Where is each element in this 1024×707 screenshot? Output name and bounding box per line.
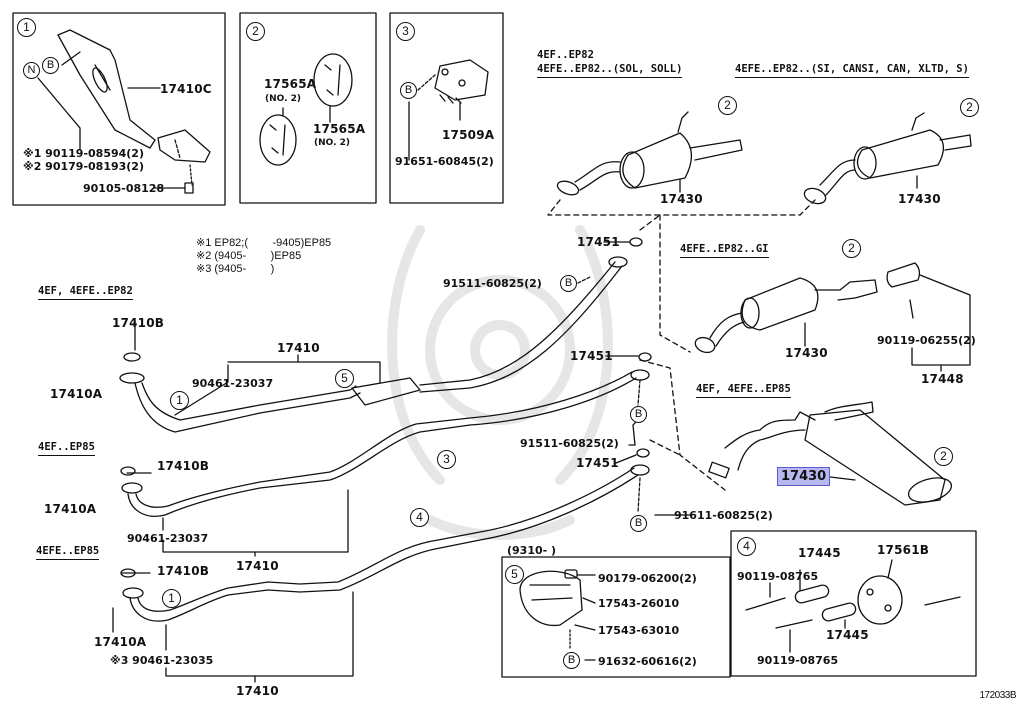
joint-hardware	[577, 237, 691, 516]
gasket-17451-3[interactable]: 17451	[576, 456, 619, 470]
pipe-2-header: 4EF..EP85	[38, 441, 95, 456]
muffler-4-circle: 2	[934, 447, 953, 466]
bolt-91651-60845[interactable]: 91651-60845(2)	[395, 155, 494, 168]
part-17565a-right[interactable]: 17565A	[313, 122, 366, 136]
part-17410a-pipe-2[interactable]: 17410A	[44, 502, 97, 516]
part-17410b-pipe-3[interactable]: 17410B	[157, 564, 210, 578]
bolt-90461-23037-pipe-2[interactable]: 90461-23037	[127, 532, 209, 545]
bolt-90119-08594[interactable]: ※1 90119-08594(2)	[23, 147, 144, 160]
bolt-90119-08765-lower[interactable]: 90119-08765	[757, 654, 839, 667]
pipe-1-circle-1: 1	[170, 391, 189, 410]
muffler-2-header: 4EFE..EP82..(SI, CANSI, CAN, XLTD, S)	[735, 63, 969, 78]
footnote-1: ※1 EP82;( -9405)EP85	[196, 237, 332, 249]
clamp-17543-63010[interactable]: 17543-63010	[598, 624, 680, 637]
pipe-2-drawing	[120, 371, 637, 557]
part-17410-pipe-1[interactable]: 17410	[277, 341, 320, 355]
clamp-17543-drawing	[519, 569, 596, 661]
bolt-90461-23037-pipe-1[interactable]: 90461-23037	[192, 377, 274, 390]
muffler-2-circle: 2	[960, 98, 979, 117]
bolt-91611-60825[interactable]: 91611-60825(2)	[674, 509, 773, 522]
bolt-91511-60825-2[interactable]: 91511-60825(2)	[520, 437, 619, 450]
part-17430-highlighted[interactable]: 17430	[777, 467, 831, 486]
ref-n-circle: N	[23, 62, 40, 79]
inset-box-5	[501, 556, 731, 678]
pipe-3-header: 4EFE..EP85	[36, 545, 100, 560]
clamp-17543-26010[interactable]: 17543-26010	[598, 597, 680, 610]
part-17565a-left-note: (NO. 2)	[265, 94, 302, 104]
part-17410-pipe-3[interactable]: 17410	[236, 684, 279, 698]
highlight-label[interactable]: 17430	[777, 467, 831, 486]
inset-3-ref-b-circle: B	[400, 82, 417, 99]
inset-5-number: 5	[505, 565, 524, 584]
inset-4-number: 4	[737, 537, 756, 556]
pipe-1-drawing	[119, 261, 623, 433]
gasket-17451-1[interactable]: 17451	[577, 235, 620, 249]
joint-17445-drawing	[745, 559, 961, 653]
part-17430-muffler-3[interactable]: 17430	[785, 346, 828, 360]
inset-box-2	[239, 12, 377, 204]
muffler-3-circle: 2	[842, 239, 861, 258]
part-17410-pipe-2[interactable]: 17410	[236, 559, 279, 573]
joint-ref-b-1: B	[560, 275, 577, 292]
bolt-91632-60616[interactable]: 91632-60616(2)	[598, 655, 697, 668]
muffler-4-header: 4EF, 4EFE..EP85	[696, 383, 791, 398]
inset-5-header: (9310- )	[507, 544, 557, 557]
part-17410c[interactable]: 17410C	[160, 82, 212, 96]
hanger-17509a-drawing	[408, 59, 489, 161]
hanger-17565a-drawing	[259, 53, 353, 166]
inset-box-4	[730, 530, 977, 677]
ref-b-circle: B	[42, 57, 59, 74]
muffler-2-drawing	[803, 112, 972, 205]
inset-1-number: 1	[17, 18, 36, 37]
bolt-90179-08193[interactable]: ※2 90179-08193(2)	[23, 160, 144, 173]
part-17430-muffler-2[interactable]: 17430	[898, 192, 941, 206]
part-17565a-right-note: (NO. 2)	[314, 138, 351, 148]
pipe-1-header: 4EF, 4EFE..EP82	[38, 285, 133, 300]
joint-ref-b-2: B	[630, 406, 647, 423]
muffler-1-header-line-1: 4EF..EP82	[537, 49, 594, 61]
bolt-90119-08765-upper[interactable]: 90119-08765	[737, 570, 819, 583]
pipe-3-circle-4: 4	[410, 508, 429, 527]
inset-2-number: 2	[246, 22, 265, 41]
pipe-3-circle-1: 1	[162, 589, 181, 608]
pipe-3-drawing	[112, 467, 639, 683]
part-17410b-pipe-1[interactable]: 17410B	[112, 316, 165, 330]
part-17410a-pipe-3[interactable]: 17410A	[94, 635, 147, 649]
inset-5-ref-b: B	[563, 652, 580, 669]
muffler-1-circle: 2	[718, 96, 737, 115]
footnote-2: ※2 (9405- )EP85	[196, 250, 302, 262]
bolt-90105-08128[interactable]: 90105-08128	[83, 182, 165, 195]
inset-box-1	[12, 12, 226, 206]
watermark-logo	[387, 225, 613, 540]
joint-ref-b-3: B	[630, 515, 647, 532]
muffler-3-drawing	[694, 262, 971, 372]
inset-3-number: 3	[396, 22, 415, 41]
part-17565a-left[interactable]: 17565A	[264, 77, 317, 91]
gasket-17451-2[interactable]: 17451	[570, 349, 613, 363]
connection-dashed-lines	[547, 199, 816, 491]
part-17561b[interactable]: 17561B	[877, 543, 930, 557]
muffler-3-header: 4EFE..EP82..GI	[680, 243, 769, 258]
bracket-17410c-drawing	[37, 29, 211, 194]
part-17430-muffler-1[interactable]: 17430	[660, 192, 703, 206]
screw-90119-06255[interactable]: 90119-06255(2)	[877, 334, 976, 347]
pipe-2-circle-3: 3	[437, 450, 456, 469]
part-17410b-pipe-2[interactable]: 17410B	[157, 459, 210, 473]
part-17445-lower[interactable]: 17445	[826, 628, 869, 642]
footnote-3: ※3 (9405- )	[196, 263, 275, 275]
pipe-1-circle-5: 5	[335, 369, 354, 388]
figure-code: 172033B	[979, 690, 1016, 701]
nut-90179-06200[interactable]: 90179-06200(2)	[598, 572, 697, 585]
bolt-91511-60825-1[interactable]: 91511-60825(2)	[443, 277, 542, 290]
part-17448[interactable]: 17448	[921, 372, 964, 386]
muffler-1-drawing	[556, 111, 743, 196]
part-17445-upper[interactable]: 17445	[798, 546, 841, 560]
muffler-4-drawing	[708, 401, 953, 506]
bolt-90461-23035-pipe-3[interactable]: ※3 90461-23035	[110, 654, 214, 667]
part-17509a[interactable]: 17509A	[442, 128, 495, 142]
part-17410a-pipe-1[interactable]: 17410A	[50, 387, 103, 401]
inset-box-3	[389, 12, 504, 204]
muffler-1-header-line-2: 4EFE..EP82..(SOL, SOLL)	[537, 63, 683, 78]
